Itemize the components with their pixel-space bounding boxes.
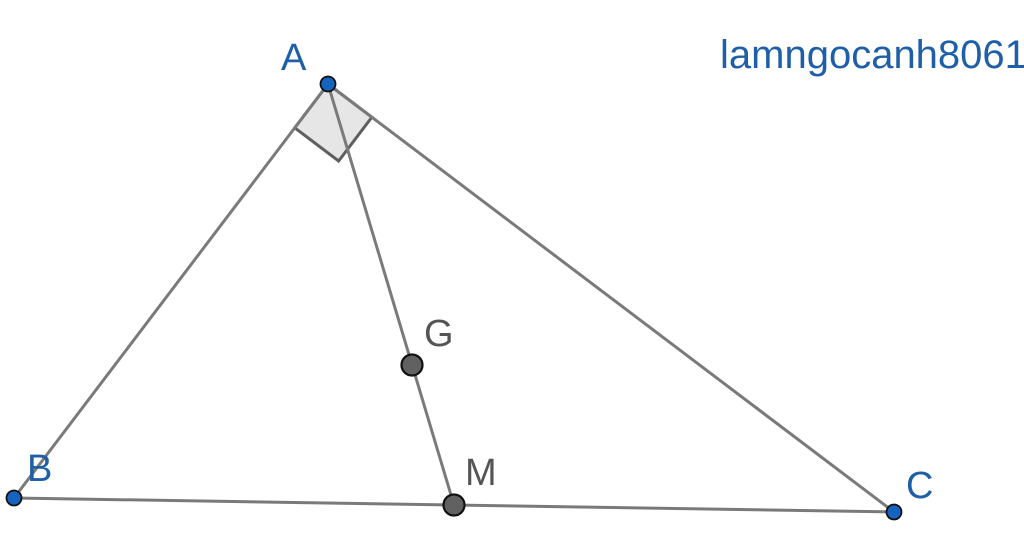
right-angle-marker-A [292, 81, 374, 164]
label-layer: A B C G M [27, 37, 933, 507]
point-label-B: B [27, 448, 52, 490]
point-B [5, 489, 23, 507]
watermark-text: lamngocanh8061 [720, 33, 1024, 77]
right-angle-layer [292, 81, 374, 164]
point-A [319, 75, 337, 93]
point-label-A: A [281, 37, 307, 79]
point-layer [5, 75, 903, 521]
point-label-G: G [424, 313, 454, 355]
segment-AC [326, 82, 896, 514]
point-label-C: C [906, 465, 933, 507]
point-M [442, 493, 466, 517]
point-label-M: M [465, 452, 497, 494]
point-C [885, 503, 903, 521]
segment-layer [12, 82, 896, 514]
segment-AB [12, 82, 330, 500]
segment-AM [326, 82, 456, 507]
point-G [400, 353, 424, 377]
